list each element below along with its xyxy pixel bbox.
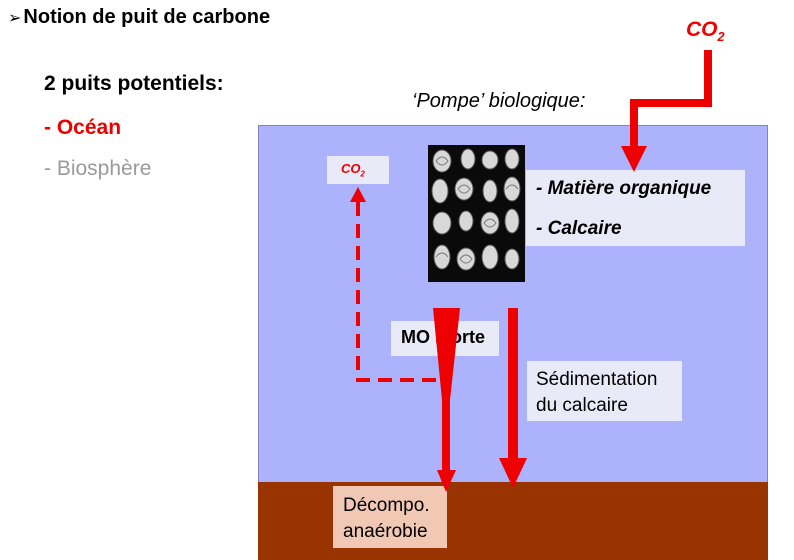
co2-release-dashed-arrow	[350, 187, 436, 382]
plankton-image	[428, 145, 525, 282]
co2-release-label: CO2	[341, 161, 365, 179]
co2-subscript: 2	[717, 30, 725, 45]
dead-om-arrow	[433, 308, 460, 492]
products-box	[526, 170, 745, 246]
slide-title: ➢Notion de puit de carbone	[8, 6, 270, 29]
co2-uptake-arrow	[621, 50, 712, 172]
co2-small-subscript: 2	[360, 169, 365, 179]
sinks-heading: 2 puits potentiels:	[44, 72, 224, 95]
product-limestone: - Calcaire	[536, 218, 622, 239]
slide-title-text: Notion de puit de carbone	[23, 6, 271, 28]
co2-base: CO	[686, 18, 718, 41]
sedimentation-label-line1: Sédimentation	[536, 369, 658, 390]
decomposition-label-line2: anaérobie	[343, 521, 428, 542]
plankton-micrograph-icon	[428, 145, 525, 282]
sedimentation-label-line2: du calcaire	[536, 395, 628, 416]
decomposition-box	[333, 486, 447, 548]
co2-atmosphere-label: CO2	[686, 18, 725, 44]
decomposition-label-line1: Décompo.	[343, 495, 430, 516]
product-organic-matter: - Matière organique	[536, 178, 712, 199]
bullet-arrow-icon: ➢	[8, 10, 22, 27]
sedimentation-box	[527, 361, 682, 421]
option-ocean: - Océan	[44, 116, 122, 139]
co2-release-box	[327, 156, 389, 184]
sedimentation-arrow	[499, 308, 527, 488]
co2-small-base: CO	[341, 161, 361, 176]
option-biosphere: - Biosphère	[44, 157, 152, 180]
pump-label: ‘Pompe’ biologique:	[412, 90, 586, 112]
